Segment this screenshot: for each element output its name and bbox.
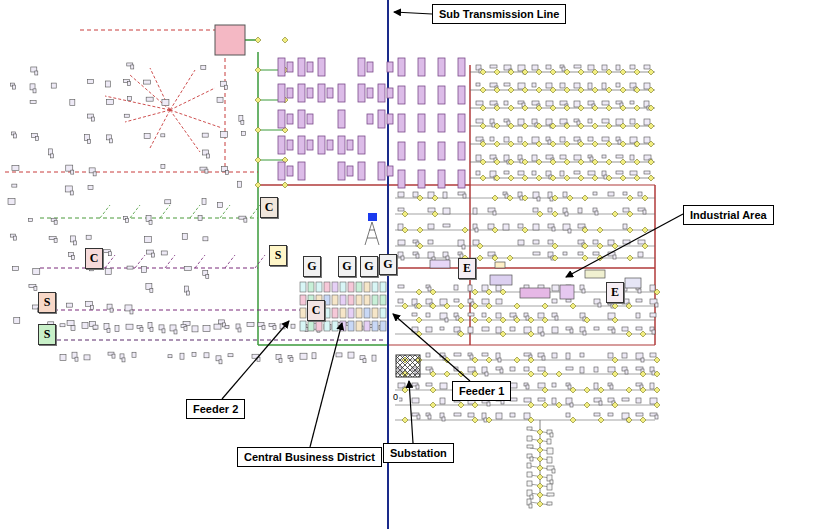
- lateral-tree: [100, 68, 265, 268]
- callout-box: Industrial Area: [683, 205, 774, 225]
- letter-box: E: [606, 282, 624, 303]
- callout-box: Feeder 1: [452, 381, 511, 401]
- callout-box: Sub Transmission Line: [432, 4, 566, 24]
- callout-box: Central Business District: [237, 447, 382, 467]
- letter-code: C: [265, 200, 274, 215]
- feeder-lines: [5, 0, 655, 529]
- source-block: [215, 25, 245, 55]
- leader-arrows: [222, 12, 683, 447]
- letter-code: E: [463, 261, 471, 276]
- letter-code: S: [275, 248, 282, 263]
- letter-code: S: [44, 327, 51, 342]
- callout-text: Feeder 1: [459, 385, 504, 397]
- letter-code: C: [90, 251, 99, 266]
- letter-code: S: [44, 295, 51, 310]
- letter-code: G: [307, 259, 316, 274]
- callout-text: Substation: [390, 447, 447, 459]
- letter-box: G: [303, 256, 321, 277]
- letter-code: G: [364, 259, 373, 274]
- callout-text: Industrial Area: [690, 209, 767, 221]
- callout-text: Central Business District: [244, 451, 375, 463]
- callout-box: Substation: [383, 443, 454, 463]
- letter-code: G: [383, 257, 392, 272]
- letter-box: S: [38, 324, 56, 345]
- letter-box: C: [85, 248, 103, 269]
- letter-box: G: [338, 256, 356, 277]
- tower-symbol: [368, 213, 377, 221]
- letter-box: C: [307, 300, 325, 321]
- letter-code: G: [342, 259, 351, 274]
- letter-code: E: [611, 285, 619, 300]
- letter-code: C: [312, 303, 321, 318]
- callout-text: Sub Transmission Line: [439, 8, 559, 20]
- map-mark: 0: [392, 392, 399, 402]
- callout-box: Feeder 2: [186, 399, 245, 419]
- callout-text: Feeder 2: [193, 403, 238, 415]
- letter-box: S: [38, 292, 56, 313]
- letter-box: G: [360, 256, 378, 277]
- letter-box: C: [260, 197, 278, 218]
- letter-box: E: [458, 258, 476, 279]
- letter-box: G: [379, 254, 397, 275]
- buildings: [8, 37, 660, 508]
- letter-box: S: [269, 245, 287, 266]
- substation-symbol: [396, 355, 420, 377]
